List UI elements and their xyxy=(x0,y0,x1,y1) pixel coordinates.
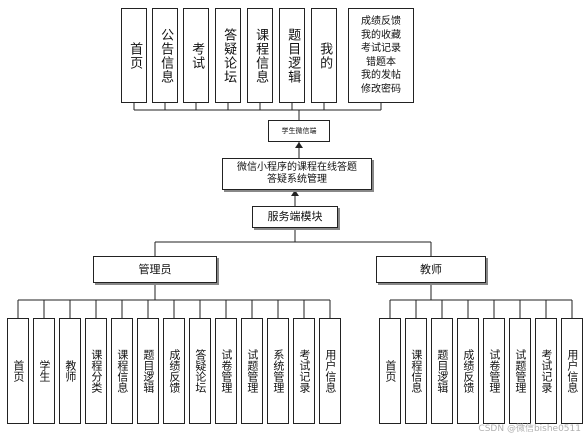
admin-role-box: 管理员 xyxy=(93,256,217,283)
admin-module-system-management: 系统管理 xyxy=(267,318,289,424)
admin-module-question-logic: 题目逻辑 xyxy=(137,318,159,424)
mp-page-forum: 答疑论坛 xyxy=(215,8,241,103)
teacher-module-score-feedback: 成绩反馈 xyxy=(457,318,479,424)
admin-module-home: 首页 xyxy=(7,318,29,424)
teacher-role-box: 教师 xyxy=(376,256,486,283)
admin-module-exam-records: 考试记录 xyxy=(293,318,315,424)
mp-page-mine: 我的 xyxy=(311,8,337,103)
mp-page-home: 首页 xyxy=(121,8,147,103)
admin-module-students: 学生 xyxy=(33,318,55,424)
admin-module-score-feedback: 成绩反馈 xyxy=(163,318,185,424)
admin-module-question-management: 试题管理 xyxy=(241,318,263,424)
teacher-module-home: 首页 xyxy=(379,318,401,424)
admin-module-teachers: 教师 xyxy=(59,318,81,424)
mp-mine-submenu: 成绩反馈 我的收藏 考试记录 错题本 我的发帖 修改密码 xyxy=(348,8,414,103)
watermark: CSDN @微信bishe0511 xyxy=(478,424,581,434)
system-to-student-arrow xyxy=(295,142,303,148)
system-title-box: 微信小程序的课程在线答题 答疑系统管理 xyxy=(222,158,372,190)
admin-module-course-info: 课程信息 xyxy=(111,318,133,424)
server-module-box: 服务端模块 xyxy=(252,206,338,228)
teacher-module-question-logic: 题目逻辑 xyxy=(431,318,453,424)
admin-module-paper-management: 试卷管理 xyxy=(215,318,237,424)
admin-module-course-category: 课程分类 xyxy=(85,318,107,424)
teacher-module-user-info: 用户信息 xyxy=(561,318,583,424)
admin-module-user-info: 用户信息 xyxy=(319,318,341,424)
teacher-module-question-management: 试题管理 xyxy=(509,318,531,424)
teacher-module-paper-management: 试卷管理 xyxy=(483,318,505,424)
mp-page-exam: 考试 xyxy=(183,8,209,103)
student-wechat-node: 学生微信端 xyxy=(268,120,330,142)
teacher-module-course-info: 课程信息 xyxy=(405,318,427,424)
server-to-system-arrow xyxy=(291,190,299,196)
teacher-module-exam-records: 考试记录 xyxy=(535,318,557,424)
mp-page-announcement: 公告信息 xyxy=(152,8,178,103)
mp-page-question-logic: 题目逻辑 xyxy=(279,8,305,103)
mp-page-course-info: 课程信息 xyxy=(247,8,273,103)
admin-module-forum: 答疑论坛 xyxy=(189,318,211,424)
